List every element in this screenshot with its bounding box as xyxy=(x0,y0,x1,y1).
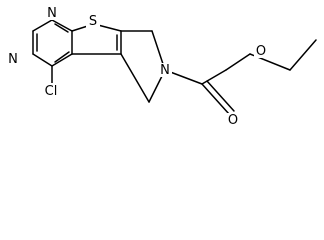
bond xyxy=(54,23,69,33)
bond xyxy=(201,83,230,115)
bond xyxy=(289,39,317,71)
bonds xyxy=(32,19,317,115)
bond xyxy=(201,69,227,85)
atom-labels: N N S N O O Cl xyxy=(6,6,268,128)
bond xyxy=(225,53,251,71)
bond xyxy=(51,53,73,67)
bond xyxy=(32,19,53,32)
atom-o-carbonyl: O xyxy=(228,113,238,128)
bond xyxy=(51,19,73,32)
bond xyxy=(206,80,235,112)
atom-n-top: N xyxy=(47,6,57,21)
atom-s-ring: S xyxy=(89,14,97,29)
bond xyxy=(54,51,70,63)
atom-n-pyrrole: N xyxy=(160,63,170,78)
atom-o-ester: O xyxy=(256,44,266,59)
bond xyxy=(32,53,53,67)
atom-cl: Cl xyxy=(45,84,58,99)
atom-n-left: N xyxy=(8,52,18,67)
bond xyxy=(120,53,150,103)
molecule-structure: N N S N O O Cl xyxy=(6,6,317,128)
